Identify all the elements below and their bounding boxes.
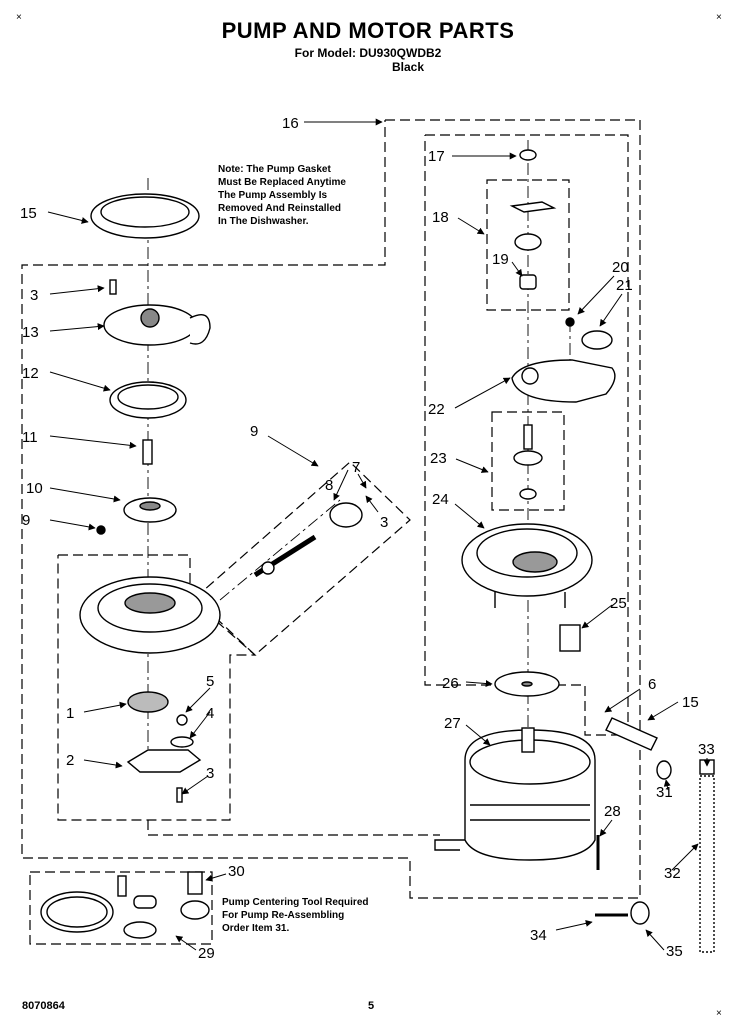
leader-arrows (47, 118, 711, 951)
document-number: 8070864 (22, 1000, 65, 1012)
centering-tool-note: Pump Centering Tool Required For Pump Re… (222, 897, 369, 934)
callout-30: 29 (198, 945, 215, 962)
callout-31: 30 (228, 863, 245, 880)
callout-32: 31 (656, 784, 673, 801)
callout-8: 8 (325, 477, 333, 494)
callout-3-valve: 3 (380, 514, 388, 531)
callout-21: 20 (612, 259, 629, 276)
callout-25: 24 (432, 491, 449, 508)
callout-18: 17 (428, 148, 445, 165)
callout-26: 25 (610, 595, 627, 612)
callout-33: 32 (664, 865, 681, 882)
callout-22: 21 (616, 277, 633, 294)
callout-3: 3 (30, 287, 38, 304)
callout-14: 13 (22, 324, 39, 341)
callout-29: 28 (604, 803, 621, 820)
callout-23: 22 (428, 401, 445, 418)
callout-11: 10 (26, 480, 43, 497)
page-number: 5 (368, 1000, 375, 1012)
callout-3-lower: 3 (206, 765, 214, 782)
corner-mark-right: × (716, 12, 722, 23)
callout-19: 18 (432, 209, 449, 226)
callout-9: 9 (250, 423, 258, 440)
assembly-group-boxes (21, 119, 641, 945)
callout-labels: 15 3 13 12 11 10 9 9 16 17 18 19 20 21 2… (20, 115, 715, 962)
callout-2: 2 (66, 752, 74, 769)
callout-15: 15 (682, 694, 699, 711)
corner-mark-left: × (16, 12, 22, 23)
callout-27: 26 (442, 675, 459, 692)
color-line: Black (391, 60, 425, 74)
callout-17: 16 (282, 115, 299, 132)
callout-24: 23 (430, 450, 447, 467)
callout-16: 15 (20, 205, 37, 222)
callout-20: 19 (492, 251, 509, 268)
callout-35: 34 (530, 927, 547, 944)
model-line: For Model: DU930QWDB2 (294, 46, 442, 60)
callout-4: 4 (206, 705, 214, 722)
page-title: PUMP AND MOTOR PARTS (221, 18, 515, 43)
callout-10: 9 (22, 512, 30, 529)
callout-5: 5 (206, 673, 214, 690)
pump-gasket-note: Note: The Pump Gasket Must Be Replaced A… (218, 164, 346, 227)
callout-7: 7 (352, 459, 360, 476)
corner-mark-bottom: × (716, 1008, 722, 1019)
callout-6: 6 (648, 676, 656, 693)
callout-28: 27 (444, 715, 461, 732)
callout-34: 33 (698, 741, 715, 758)
callout-13: 12 (22, 365, 39, 382)
callout-12: 11 (22, 429, 38, 446)
callout-1: 1 (66, 705, 74, 722)
callout-36: 35 (666, 943, 683, 960)
part-illustrations (40, 149, 715, 953)
